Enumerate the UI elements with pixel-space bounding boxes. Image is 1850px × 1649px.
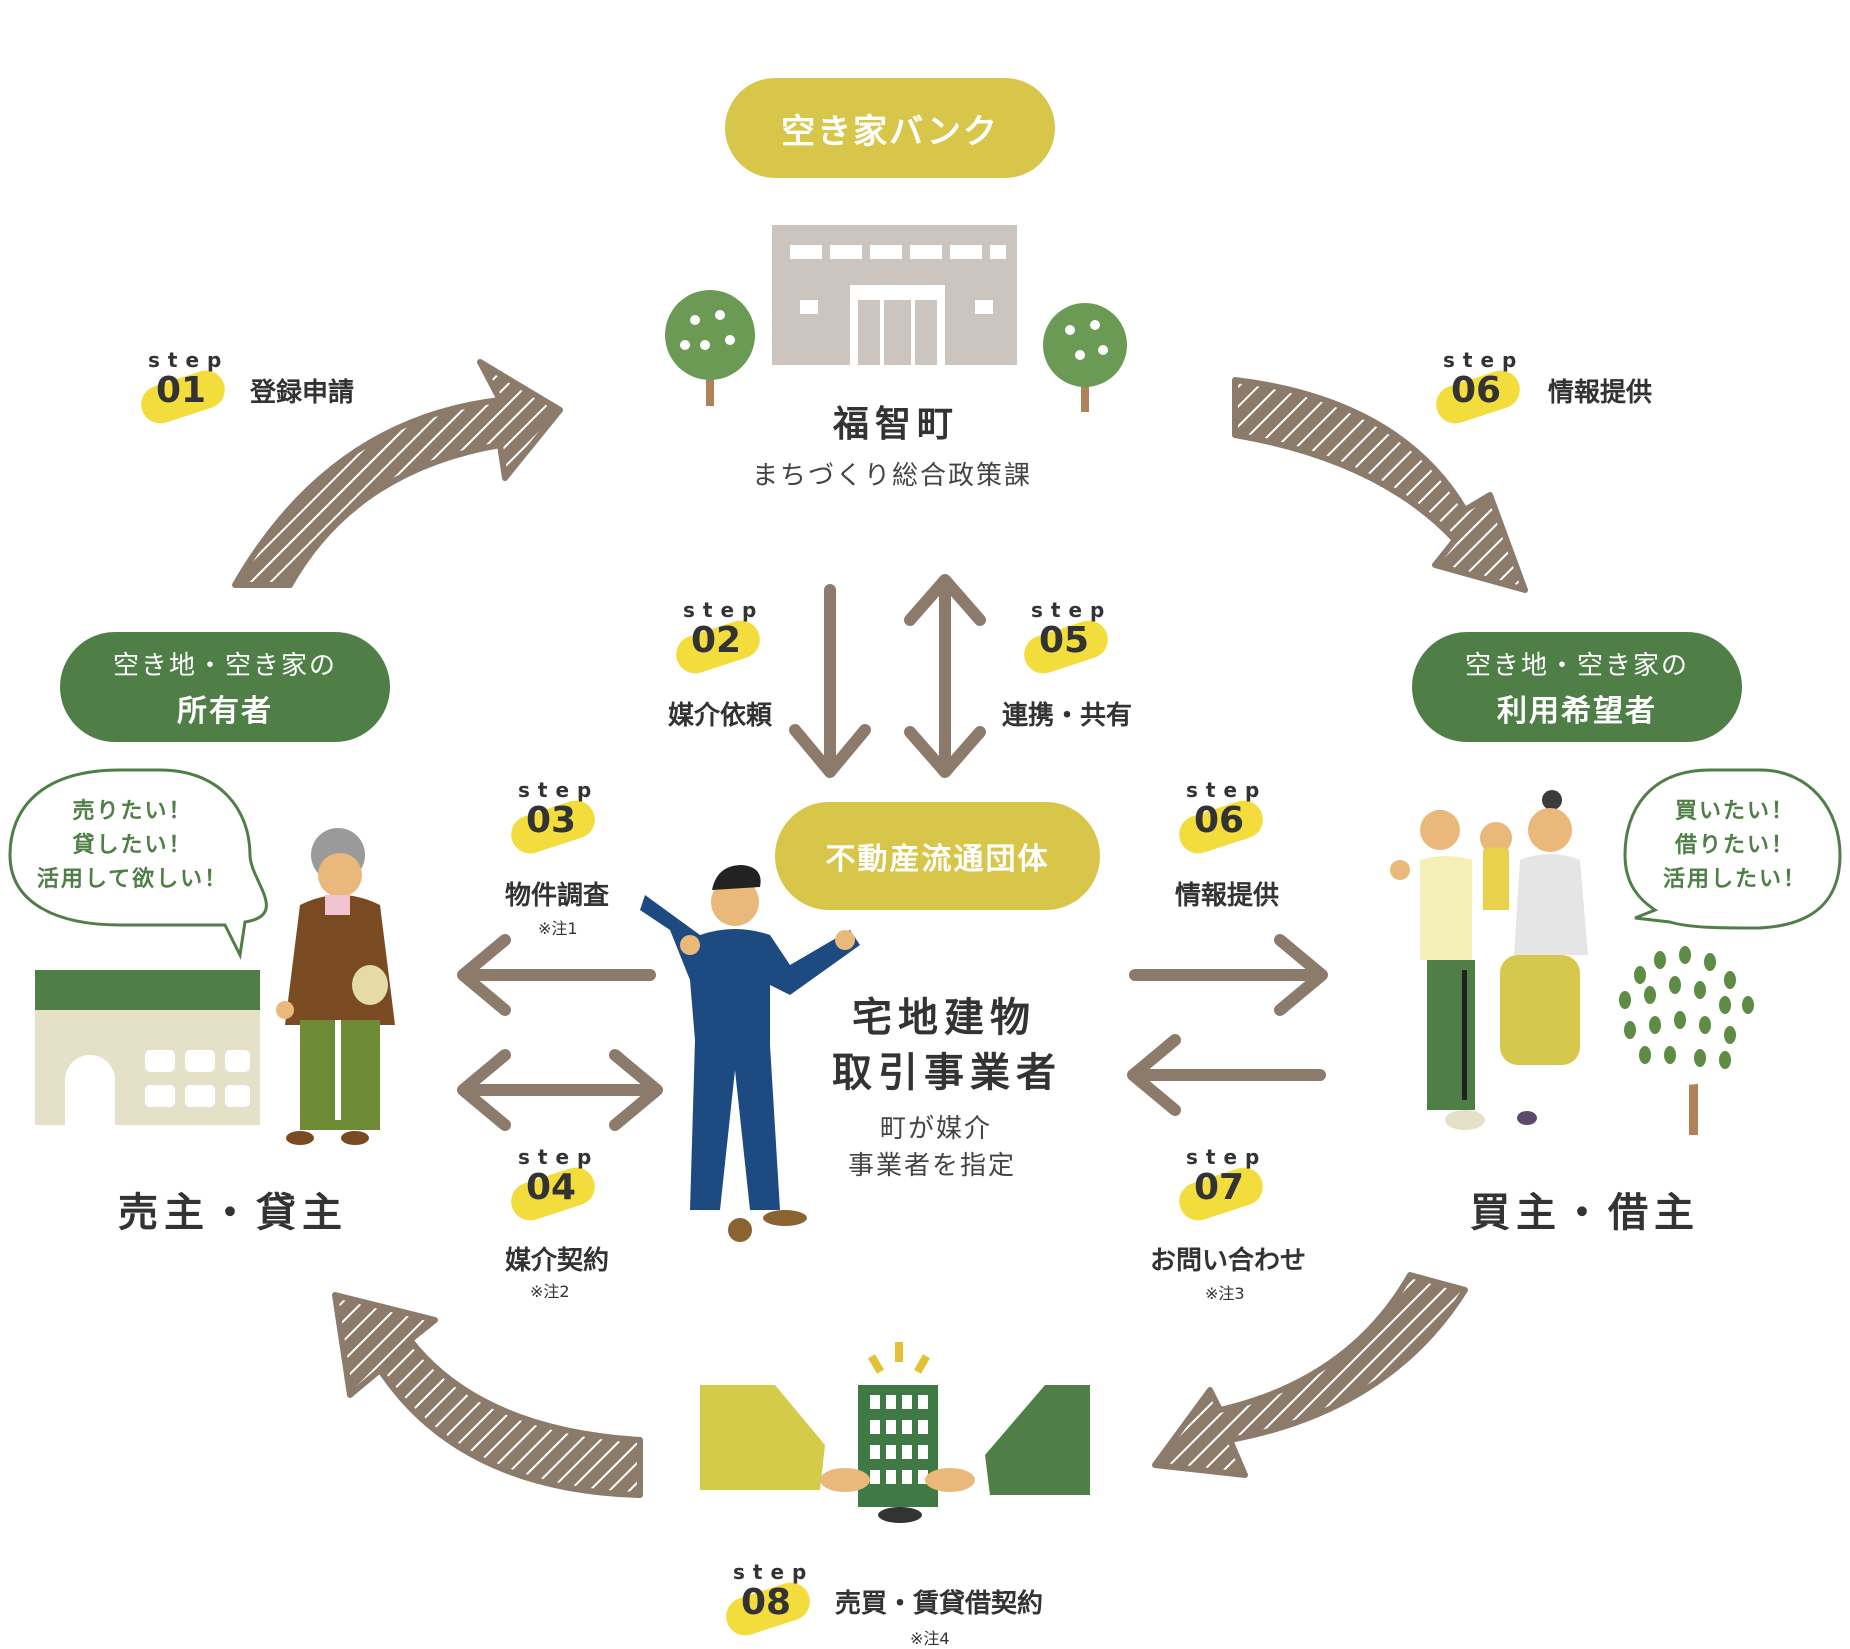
step-08-label: 売買・賃貸借契約: [835, 1589, 1044, 1619]
step-number: 04: [526, 1167, 577, 1208]
step-01-label: 登録申請: [250, 378, 355, 408]
step-02-badge: step 02: [665, 598, 785, 679]
step-word: step: [518, 1145, 600, 1169]
curved-arrow-bottom-right: [1152, 1272, 1468, 1478]
step-05-badge: step 05: [1013, 598, 1133, 679]
curved-arrow-top-left: [232, 359, 563, 588]
arrow-left-step03: [457, 934, 656, 1016]
step-06-label-right: 情報提供: [1175, 881, 1280, 911]
user-bubble-line: 買いたい！: [1674, 799, 1795, 824]
user-label-line1: 空き地・空き家の: [1464, 650, 1689, 681]
step-word: step: [1031, 598, 1113, 622]
step-08-note: ※注4: [910, 1629, 950, 1648]
step-number: 06: [1194, 800, 1245, 841]
broker-title-line2: 取引事業者: [832, 1050, 1062, 1096]
town-hall-building-icon: [772, 225, 1017, 365]
step-word: step: [148, 348, 230, 372]
step-word: step: [733, 1560, 815, 1584]
broker-note-line1: 町が媒介: [880, 1114, 993, 1144]
owner-label-pill: 空き地・空き家の 所有者: [60, 632, 390, 742]
step-04-label: 媒介契約: [505, 1246, 610, 1276]
arrow-left-step07: [1127, 1034, 1326, 1116]
owner-bubble-text: 売りたい！ 貸したい！ 活用して欲しい！: [20, 795, 245, 897]
user-speech-bubble: [1623, 768, 1842, 930]
step-number: 08: [741, 1582, 792, 1623]
step-03-badge: step 03: [500, 778, 620, 859]
akiya-bank-label: 空き家バンク: [781, 111, 999, 152]
step-07-label: お問い合わせ: [1150, 1246, 1307, 1276]
handshake-building-icon: [700, 1342, 1090, 1523]
owner-role: 売主・貸主: [118, 1190, 348, 1236]
step-01-badge: step 01: [130, 348, 250, 429]
arrow-down-step02: [789, 584, 871, 778]
shop-building-icon: [35, 970, 260, 1125]
curved-arrow-bottom-left: [332, 1292, 643, 1498]
step-word: step: [1443, 348, 1525, 372]
step-02-label: 媒介依頼: [668, 701, 773, 731]
owner-bubble-line: 貸したい！: [72, 833, 193, 858]
town-name: 福智町: [833, 404, 960, 445]
broker-figure-icon: [640, 865, 860, 1242]
step-word: step: [518, 778, 600, 802]
arrow-both-step04: [457, 1049, 663, 1131]
owner-figure-icon: [276, 828, 395, 1145]
step-word: step: [683, 598, 765, 622]
tree-icon-right: [1043, 303, 1127, 412]
step-06-label-top: 情報提供: [1548, 378, 1653, 408]
step-07-badge: step 07: [1168, 1145, 1288, 1226]
realty-group-label: 不動産流通団体: [825, 842, 1050, 877]
step-number: 05: [1039, 620, 1090, 661]
user-bubble-line: 活用したい！: [1662, 867, 1807, 892]
step-number: 03: [526, 800, 577, 841]
step-05-label: 連携・共有: [1002, 701, 1133, 731]
owner-speech-bubble: [8, 768, 268, 960]
owner-label-line2: 所有者: [177, 693, 273, 729]
step-word: step: [1186, 1145, 1268, 1169]
user-bubble-text: 買いたい！ 借りたい！ 活用したい！: [1630, 795, 1840, 897]
user-bubble-line: 借りたい！: [1674, 833, 1795, 858]
step-04-note: ※注2: [530, 1282, 570, 1301]
step-03-note: ※注1: [538, 919, 578, 938]
tree-icon-left: [665, 290, 755, 406]
owner-label-line1: 空き地・空き家の: [112, 650, 337, 681]
arrow-updown-step05: [904, 574, 986, 778]
owner-bubble-line: 活用して欲しい！: [36, 867, 229, 892]
curved-arrow-top-right: [1232, 377, 1528, 593]
tree-icon-family: [1610, 935, 1760, 1135]
step-word: step: [1186, 778, 1268, 802]
owner-bubble-line: 売りたい！: [72, 799, 193, 824]
step-06-badge-right: step 06: [1168, 778, 1288, 859]
step-07-note: ※注3: [1205, 1284, 1245, 1303]
akiya-bank-pill: 空き家バンク: [725, 78, 1055, 178]
realty-group-pill: 不動産流通団体: [775, 802, 1100, 910]
broker-title-line1: 宅地建物: [852, 995, 1036, 1041]
step-number: 06: [1451, 370, 1502, 411]
step-number: 01: [156, 370, 207, 411]
step-06-badge-top: step 06: [1425, 348, 1545, 429]
arrow-right-step06: [1129, 934, 1328, 1016]
step-number: 02: [691, 620, 742, 661]
step-number: 07: [1194, 1167, 1245, 1208]
user-label-line2: 利用希望者: [1497, 693, 1657, 729]
broker-note-line2: 事業者を指定: [848, 1151, 1017, 1181]
step-03-label: 物件調査: [505, 881, 610, 911]
step-08-badge: step 08: [715, 1560, 835, 1641]
town-dept: まちづくり総合政策課: [752, 461, 1033, 491]
user-label-pill: 空き地・空き家の 利用希望者: [1412, 632, 1742, 742]
family-figure-icon: [1390, 790, 1588, 1130]
user-role: 買主・借主: [1470, 1190, 1700, 1236]
step-04-badge: step 04: [500, 1145, 620, 1226]
